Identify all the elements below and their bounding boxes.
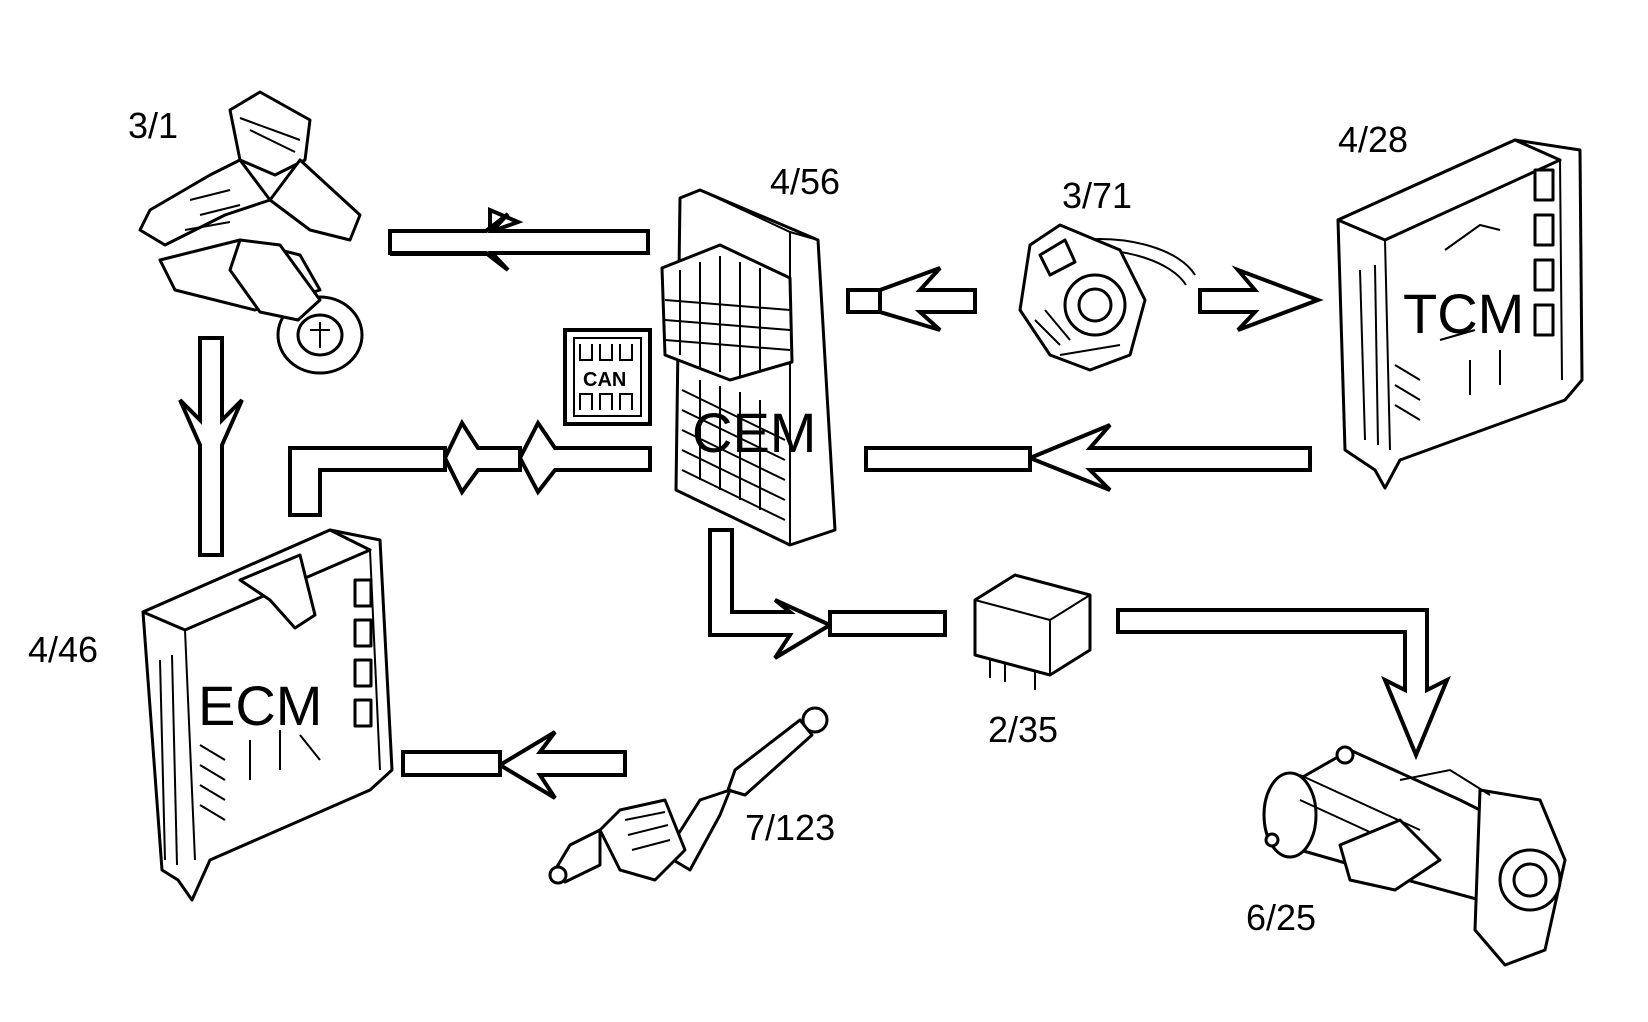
relay-drawing <box>973 573 1092 690</box>
arrow-ignition-to-ecm <box>178 336 244 557</box>
can-symbol: CAN <box>563 328 652 426</box>
tcm-module: TCM <box>1336 138 1584 490</box>
tcm-name: TCM <box>1403 282 1524 345</box>
arrow-ignition-to-cem <box>388 206 650 272</box>
can-label: CAN <box>583 369 626 391</box>
can-bus-link <box>288 418 652 517</box>
immobilizer-drawing <box>548 706 829 885</box>
relay-label: 2/35 <box>988 709 1058 750</box>
arrow-gearsensor-to-cem <box>846 266 977 332</box>
ecm-code-label: 4/46 <box>28 629 98 670</box>
cem-name: CEM <box>692 401 816 464</box>
arrow-gearsensor-to-tcm <box>1198 265 1324 332</box>
arrow-immobilizer-to-ecm <box>401 730 627 800</box>
starter-label: 6/25 <box>1246 897 1316 938</box>
gear-sensor-drawing <box>1018 223 1196 372</box>
arrow-cem-to-relay <box>708 528 947 660</box>
ecm-name: ECM <box>198 674 322 737</box>
ignition-switch-label: 3/1 <box>128 105 178 146</box>
ecm-module: ECM <box>141 528 394 902</box>
tcm-code-label: 4/28 <box>1338 119 1408 160</box>
immobilizer-label: 7/123 <box>745 807 835 848</box>
ignition-switch-drawing <box>138 90 364 375</box>
cem-module: CEM <box>660 188 837 547</box>
gear-sensor-label: 3/71 <box>1062 175 1132 216</box>
starter-drawing <box>1262 745 1567 967</box>
arrow-relay-to-starter <box>1116 608 1451 761</box>
arrow-tcm-to-cem <box>864 423 1312 492</box>
cem-code-label: 4/56 <box>770 161 840 202</box>
